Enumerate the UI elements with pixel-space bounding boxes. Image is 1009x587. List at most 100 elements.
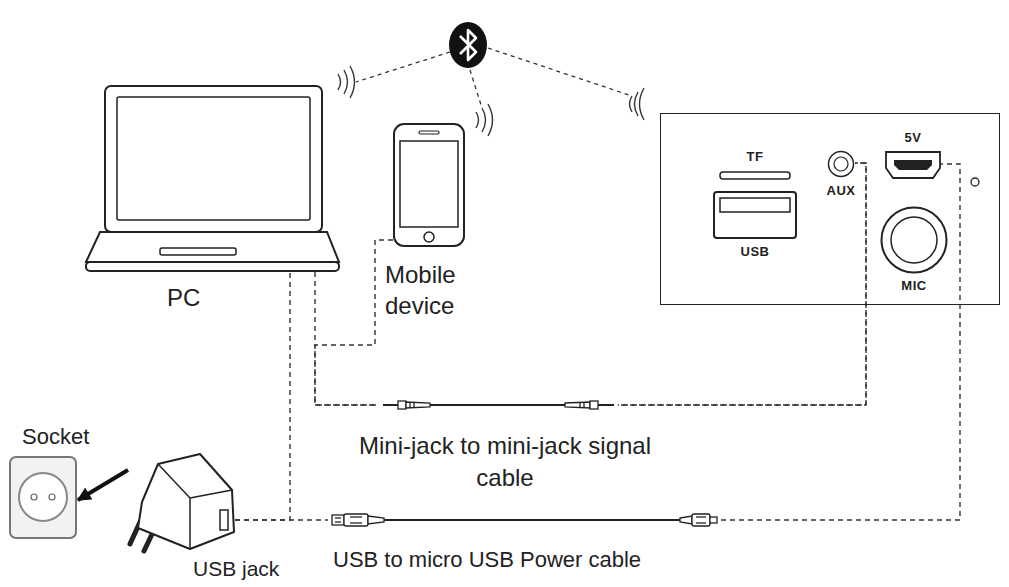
micro-usb-port xyxy=(886,152,940,178)
wave-arc xyxy=(482,108,486,132)
cable-route xyxy=(235,272,290,520)
usb-plug-contact xyxy=(335,521,341,522)
device-label: TF xyxy=(715,150,795,165)
plug-grip xyxy=(696,522,706,523)
cable-label: USB to micro USB Power cable xyxy=(330,545,756,575)
adapter-node: USB jack xyxy=(128,452,235,552)
usb-plug-metal xyxy=(332,515,344,525)
plug-body xyxy=(406,402,430,408)
slot-node: TF xyxy=(719,171,791,180)
micro-outline xyxy=(885,151,941,179)
laptop-deck xyxy=(86,232,339,262)
phone-speaker xyxy=(419,131,439,134)
micro-node: 5V xyxy=(885,151,941,179)
adapter-usb-slot xyxy=(220,510,228,530)
phone-node: Mobile device xyxy=(393,123,465,247)
wave-arc xyxy=(344,70,348,94)
plug-collar xyxy=(398,401,406,409)
bluetooth-links xyxy=(356,48,632,108)
micro-plug-metal xyxy=(710,517,717,523)
laptop-lid xyxy=(105,86,322,232)
device-label: Socket xyxy=(22,424,122,449)
strain-relief xyxy=(368,516,384,524)
socket-recess xyxy=(19,473,67,521)
plug-grip xyxy=(350,516,362,517)
usb-plug-body xyxy=(344,514,368,526)
cable-label: Mini-jack to mini-jack signal cable xyxy=(342,430,668,495)
usb-outline xyxy=(713,191,797,239)
strain-relief xyxy=(680,516,692,524)
device-label: Mobile device xyxy=(385,259,497,321)
cable-route xyxy=(235,164,960,520)
laptop-screen xyxy=(117,97,310,220)
socket-node: Socket xyxy=(8,455,78,540)
micro-plug-body xyxy=(692,514,710,526)
touchpad xyxy=(160,248,236,255)
adapter-outline xyxy=(128,452,235,552)
adapter-body xyxy=(138,454,234,549)
led-indicator xyxy=(971,178,979,186)
device-label: USB jack xyxy=(193,557,303,581)
phone-body xyxy=(394,124,464,246)
plug-collar xyxy=(590,401,598,409)
usb-node: USB xyxy=(713,191,797,239)
laptop-outline xyxy=(85,85,340,272)
bluetooth-rune xyxy=(460,30,476,60)
mic-jack-ring xyxy=(882,208,947,273)
aux-jack-hole xyxy=(834,157,848,171)
panel-node: TF USB AUX 5V MIC xyxy=(660,113,1000,305)
device-label: MIC xyxy=(879,279,949,294)
usb-plug-contact xyxy=(335,517,341,518)
plug-ridge xyxy=(583,402,584,408)
home-button xyxy=(424,232,434,242)
plug-ridge xyxy=(579,402,580,408)
cable-ground xyxy=(328,512,720,528)
device-label: USB xyxy=(715,245,795,260)
wave-arc xyxy=(635,92,639,116)
mic-outline xyxy=(880,206,948,274)
bluetooth-link xyxy=(470,70,482,108)
micro-usb-tongue xyxy=(894,160,932,170)
bluetooth-link xyxy=(356,52,450,82)
wave-arc xyxy=(630,96,633,112)
plug-tip xyxy=(598,404,614,406)
socket-hole xyxy=(31,494,37,500)
plug-grip xyxy=(696,516,706,517)
cable-ground xyxy=(378,399,618,411)
plug-ridge xyxy=(409,402,410,408)
wireless-waves xyxy=(338,66,644,136)
bluetooth-badge xyxy=(449,22,487,68)
jack-node: AUX xyxy=(827,150,855,178)
mic-jack-hole xyxy=(891,217,937,263)
wave-arc xyxy=(640,88,645,120)
device-label: 5V xyxy=(883,131,943,146)
bluetooth-link xyxy=(488,48,632,96)
wave-arc xyxy=(488,104,493,136)
cable-wire xyxy=(430,404,565,406)
socket-outline xyxy=(8,455,78,540)
socket-hole xyxy=(49,494,55,500)
laptop-base xyxy=(86,262,339,271)
adapter-edge xyxy=(158,464,232,549)
wave-arc xyxy=(476,112,479,128)
plug-ridge xyxy=(413,402,414,408)
laptop-node: PC xyxy=(85,85,340,272)
cable-wire xyxy=(384,519,680,521)
plug-grip xyxy=(350,522,362,523)
socket-plate xyxy=(10,457,76,538)
usb-power-cable xyxy=(328,512,720,528)
jack-outline xyxy=(827,150,855,178)
usb-tongue xyxy=(720,198,790,212)
device-label: PC xyxy=(167,284,247,312)
slot-outline xyxy=(719,171,791,180)
plug-body xyxy=(565,402,590,408)
phone-outline xyxy=(393,123,465,247)
minijack-cable xyxy=(378,399,618,411)
plug-tip xyxy=(383,404,398,406)
usb-port xyxy=(714,192,796,238)
wave-arc xyxy=(338,74,341,90)
wave-arc xyxy=(350,66,355,98)
aux-jack-ring xyxy=(829,152,854,177)
mic-node: MIC xyxy=(880,206,948,274)
